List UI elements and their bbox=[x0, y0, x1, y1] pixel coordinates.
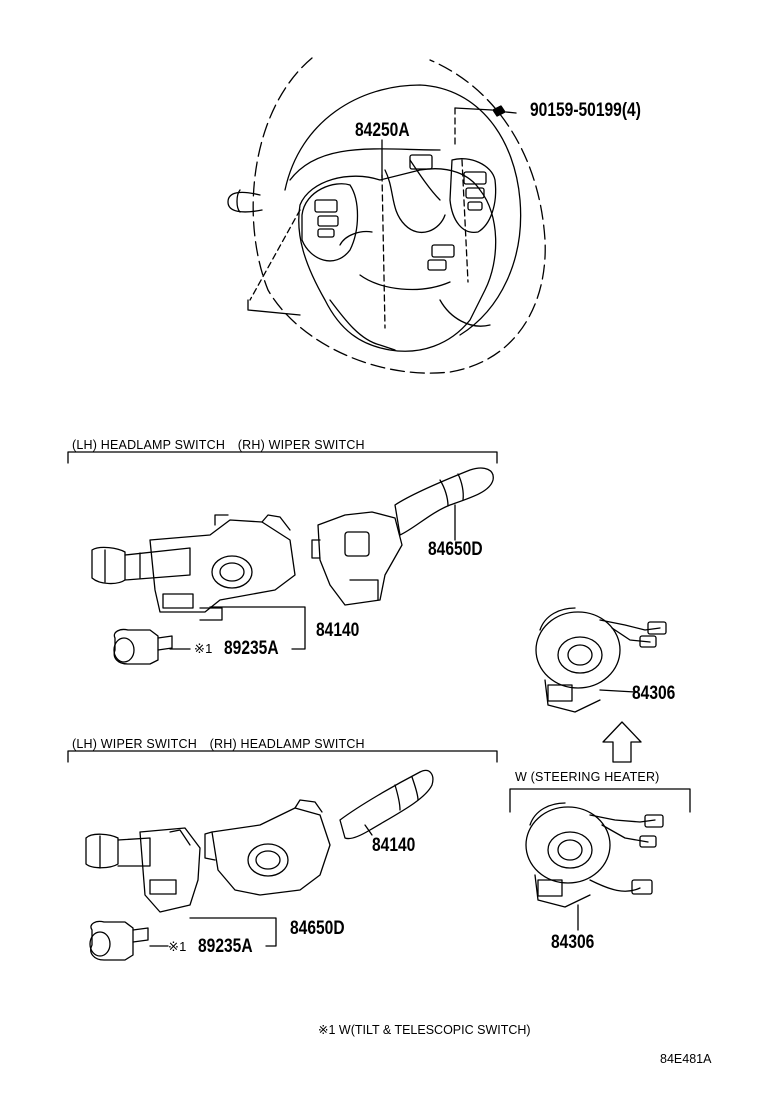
spiral-cable-illustration bbox=[535, 607, 667, 763]
lower-group-bracket bbox=[67, 750, 498, 763]
part-number-steering-switch: 84250A bbox=[355, 120, 410, 141]
part-number-lower-tilt-switch: 89235A bbox=[198, 936, 253, 957]
upper-rh-wiper-switch-illustration bbox=[311, 467, 494, 606]
part-number-lower-rh-switch: 84140 bbox=[372, 835, 416, 856]
spiral-cable-heater-illustration bbox=[525, 802, 664, 931]
part-number-upper-lh-switch: 84140 bbox=[316, 620, 360, 641]
lower-tilt-marker: ※1 bbox=[168, 939, 187, 954]
steering-wheel-illustration bbox=[227, 57, 546, 374]
footnote: ※1 W(TILT & TELESCOPIC SWITCH) bbox=[318, 1023, 531, 1037]
lower-rh-headlamp-switch-illustration bbox=[204, 769, 434, 896]
upper-group-caption: (LH) HEADLAMP SWITCH (RH) WIPER SWITCH bbox=[72, 438, 365, 452]
upper-lh-headlamp-switch-illustration bbox=[91, 514, 306, 665]
upper-group-bracket bbox=[67, 451, 498, 464]
part-number-screw: 90159-50199(4) bbox=[530, 100, 641, 121]
part-number-lower-lh-switch: 84650D bbox=[290, 918, 345, 939]
heater-group-bracket bbox=[509, 788, 691, 813]
heater-group-caption: W (STEERING HEATER) bbox=[515, 770, 660, 784]
lower-lh-wiper-switch-illustration bbox=[85, 827, 277, 961]
figure-code: 84E481A bbox=[660, 1052, 712, 1066]
lower-group-caption: (LH) WIPER SWITCH (RH) HEADLAMP SWITCH bbox=[72, 737, 365, 751]
part-number-spiral-cable: 84306 bbox=[632, 683, 676, 704]
part-number-upper-rh-switch: 84650D bbox=[428, 539, 483, 560]
part-number-upper-tilt-switch: 89235A bbox=[224, 638, 279, 659]
part-number-spiral-cable-heater: 84306 bbox=[551, 932, 595, 953]
upper-tilt-marker: ※1 bbox=[194, 641, 213, 656]
